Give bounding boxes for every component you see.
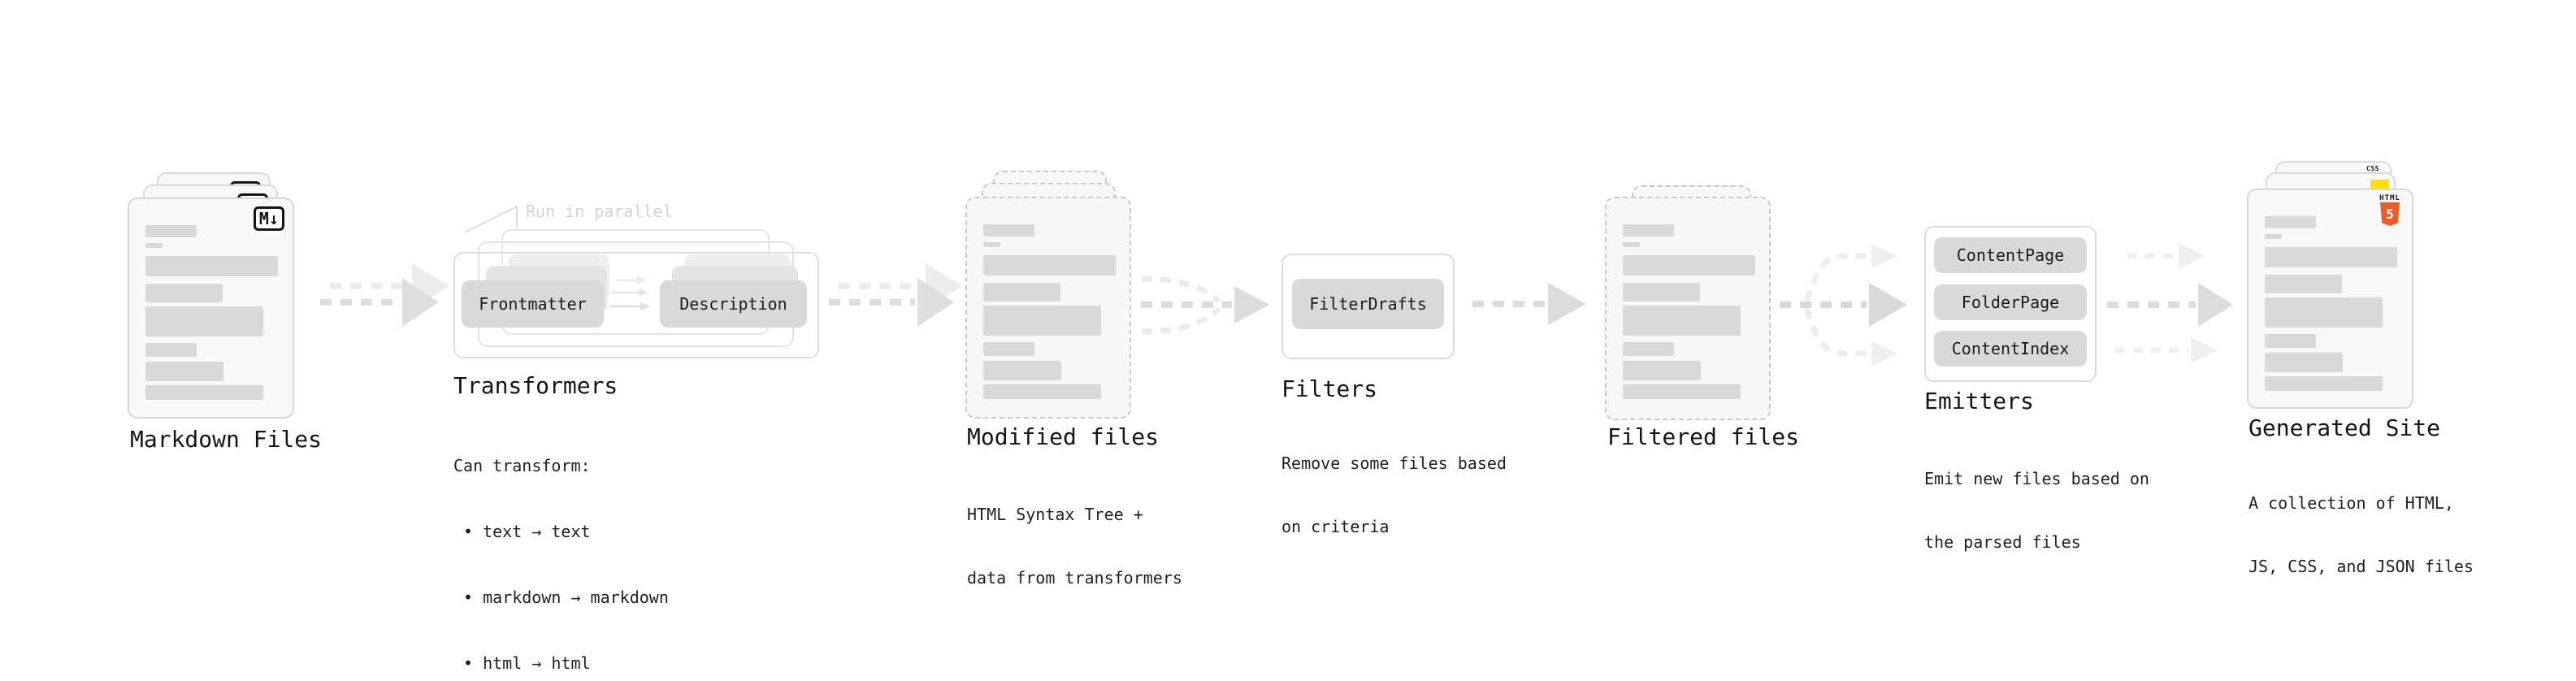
folderpage-chip: FolderPage [1934,284,2087,320]
transformers-bullet: • html → html [463,653,591,673]
filters-description: Remove some files based on criteria [1281,410,1507,579]
transformers-desc-title: Can transform: [453,456,591,475]
modified-files-description: HTML Syntax Tree + data from transformer… [967,462,1182,631]
generated-site-description: A collection of HTML, JS, CSS, and JSON … [2249,450,2474,619]
run-in-parallel-annotation: Run in parallel [526,202,673,221]
filterdrafts-chip: FilterDrafts [1292,279,1444,329]
generated-site-label: Generated Site [2249,414,2441,441]
arrow-transformers-to-modified [829,263,962,327]
contentindex-chip: ContentIndex [1934,331,2087,367]
transformers-label: Transformers [453,372,618,399]
modified-files-label: Modified files [967,423,1160,450]
document-content-placeholder [145,199,284,400]
markdown-file-page-front: M↓ [128,197,294,419]
chip-transform-arrows [610,276,650,310]
filters-desc-line: on criteria [1281,517,1390,536]
description-chip: Description [660,280,807,327]
arrow-emitters-to-generated [2107,243,2233,363]
js-icon [2370,180,2389,189]
contentpage-chip: ContentPage [1934,237,2087,273]
modified-file-page-front [965,197,1131,419]
document-content-placeholder [2265,190,2403,391]
emitters-desc-line: Emit new files based on [1924,469,2149,488]
transformer-box-front [453,252,819,358]
arrow-filters-to-filtered [1472,283,1586,325]
filters-desc-line: Remove some files based [1281,453,1507,473]
markdown-icon: M↓ [253,206,284,231]
modified-files-desc-line: HTML Syntax Tree + [967,505,1143,524]
frontmatter-chip: Frontmatter [462,280,604,327]
generated-site-desc-line: A collection of HTML, [2249,493,2454,513]
svg-text:5: 5 [2386,206,2394,222]
arrow-filtered-to-emitters [1780,244,1907,366]
modified-files-desc-line: data from transformers [967,568,1182,588]
markdown-files-label: Markdown Files [130,426,323,453]
document-content-placeholder [983,198,1121,399]
filters-label: Filters [1281,375,1378,402]
emitters-description: Emit new files based on the parsed files [1924,426,2149,595]
arrow-modified-to-filters [1141,275,1269,335]
filtered-file-page-front [1605,197,1771,420]
arrow-markdown-to-transformers [320,263,449,327]
annotation-leader-line [464,205,518,233]
emitters-label: Emitters [1924,388,2034,414]
document-content-placeholder [1623,198,1761,399]
html5-icon: HTML 5 [2378,195,2402,229]
emitters-desc-line: the parsed files [1924,532,2081,552]
generated-page-html: HTML 5 [2247,189,2413,409]
transformers-bullet: • markdown → markdown [463,588,669,607]
generated-site-desc-line: JS, CSS, and JSON files [2249,557,2474,576]
transformers-bullet: • text → text [463,522,591,541]
transformers-description: Can transform: • text → text • markdown … [453,411,669,681]
filtered-files-label: Filtered files [1607,423,1800,450]
